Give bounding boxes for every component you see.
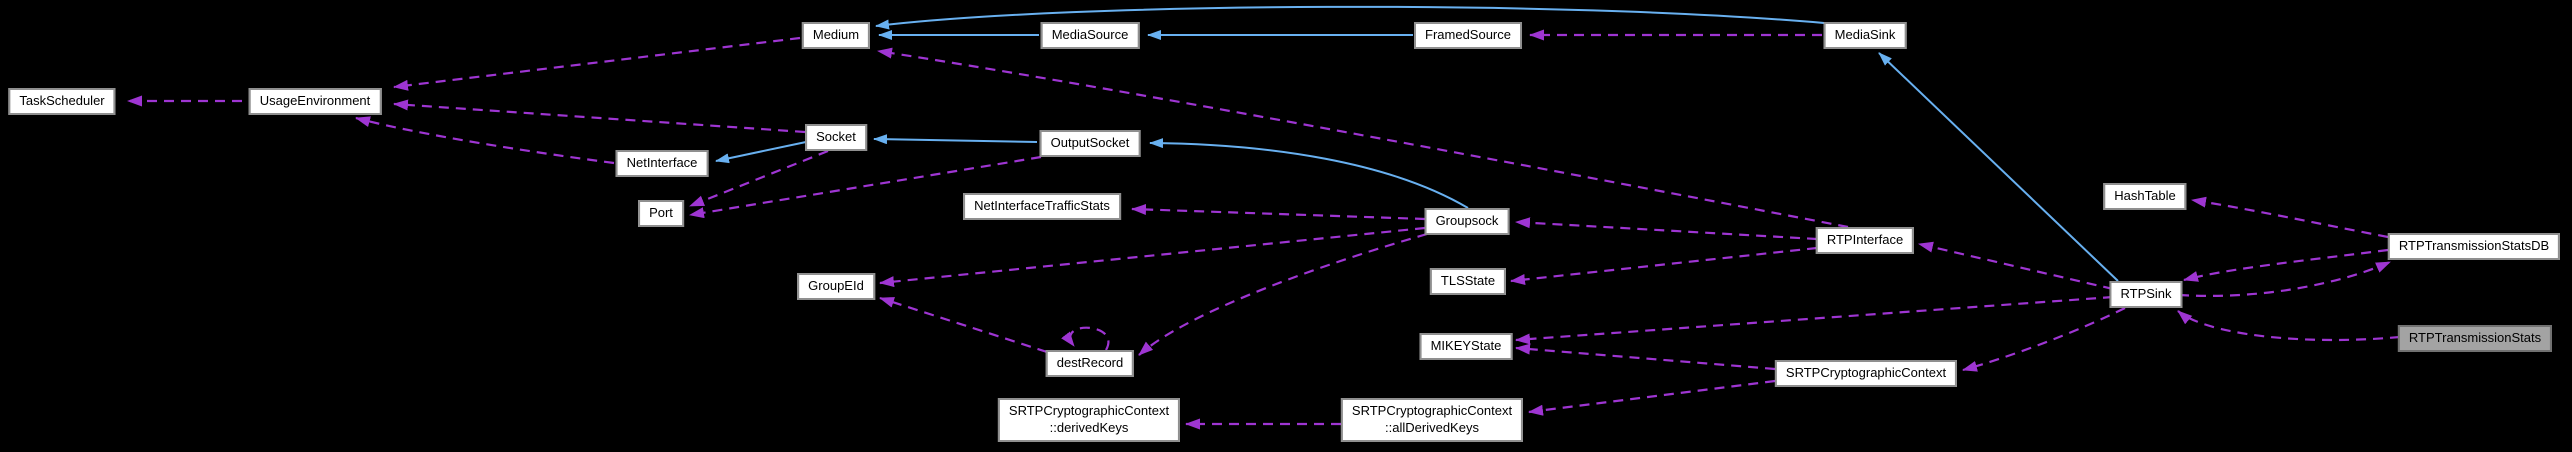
edge-groupsock-netinterfacetrafficstats: [1131, 203, 1426, 221]
node-label: MIKEYState: [1430, 338, 1502, 353]
node-label: OutputSocket: [1050, 135, 1130, 150]
node-framedsource[interactable]: FramedSource: [1414, 22, 1522, 49]
edge-medium-usageenvironment: [393, 36, 801, 91]
node-label: MediaSink: [1834, 27, 1896, 42]
node-label: Medium: [812, 27, 860, 42]
node-label-line2: ::derivedKeys: [1049, 419, 1129, 435]
node-label: MediaSource: [1051, 27, 1129, 42]
edge-rtpsink-rtptransmissionstatsdb: [2178, 260, 2391, 298]
edge-rtpsink-rtpinterface: [1918, 241, 2114, 291]
node-rtpsink[interactable]: RTPSink: [2109, 281, 2183, 308]
node-srtpcryptographiccontext-allderivedkeys[interactable]: SRTPCryptographicContext::allDerivedKeys: [1340, 398, 1524, 442]
node-tlsstate[interactable]: TLSState: [1429, 268, 1507, 295]
node-label: GroupEId: [808, 278, 864, 293]
edge-rtpsink-mediasink: [1878, 52, 2119, 282]
node-groupeid[interactable]: GroupEId: [797, 273, 875, 300]
node-groupsock[interactable]: Groupsock: [1424, 208, 1510, 235]
node-label: NetInterface: [626, 155, 698, 170]
node-srtpcryptographiccontext-derivedkeys[interactable]: SRTPCryptographicContext::derivedKeys: [997, 398, 1181, 442]
node-hashtable[interactable]: HashTable: [2103, 183, 2187, 210]
edge-rtpinterface-tlsstate: [1510, 246, 1818, 285]
edge-socket-usageenvironment: [393, 99, 806, 134]
node-mikeystate[interactable]: MIKEYState: [1419, 333, 1513, 360]
edge-groupsock-groupeid: [879, 226, 1426, 288]
node-label: Socket: [816, 129, 856, 144]
edge-outputsocket-port: [689, 155, 1042, 219]
node-label: RTPTransmissionStats: [2408, 330, 2542, 345]
node-outputsocket[interactable]: OutputSocket: [1039, 130, 1141, 157]
edge-rtptransmissionstatsdb-hashtable: [2191, 196, 2389, 239]
node-label: Port: [649, 205, 673, 220]
node-destrecord[interactable]: destRecord: [1045, 350, 1135, 377]
node-srtpcryptographiccontext[interactable]: SRTPCryptographicContext: [1774, 360, 1958, 387]
node-rtptransmissionstatsdb[interactable]: RTPTransmissionStatsDB: [2387, 233, 2561, 260]
node-socket[interactable]: Socket: [805, 124, 867, 151]
node-mediasink[interactable]: MediaSink: [1823, 22, 1907, 49]
edge-outputsocket-socket: [873, 134, 1038, 145]
node-label-line2: ::allDerivedKeys: [1385, 419, 1479, 435]
edge-rtpsink-srtpcryptographiccontext: [1962, 307, 2126, 372]
edge-groupsock-destrecord: [1138, 232, 1428, 356]
node-mediasource[interactable]: MediaSource: [1040, 22, 1140, 49]
edge-rtptransmissionstats-rtpsink: [2177, 310, 2401, 342]
node-label: FramedSource: [1425, 27, 1511, 42]
edge-socket-netinterface: [715, 141, 807, 164]
edge-rtpinterface-medium: [877, 47, 1849, 229]
node-label: TLSState: [1440, 273, 1496, 288]
node-rtptransmissionstats-current[interactable]: RTPTransmissionStats: [2397, 325, 2553, 352]
edge-rtptransmissionstatsdb-rtpsink: [2183, 248, 2389, 282]
node-label: SRTPCryptographicContext: [1008, 403, 1170, 418]
node-label: NetInterfaceTrafficStats: [974, 198, 1110, 213]
node-port[interactable]: Port: [638, 200, 684, 227]
node-taskscheduler[interactable]: TaskScheduler: [8, 88, 116, 115]
node-label: HashTable: [2114, 188, 2176, 203]
node-label: SRTPCryptographicContext: [1785, 365, 1947, 380]
node-netinterfacetrafficstats[interactable]: NetInterfaceTrafficStats: [963, 193, 1121, 220]
node-label: RTPInterface: [1826, 232, 1904, 247]
node-netinterface[interactable]: NetInterface: [615, 150, 709, 177]
edge-destrecord-groupeid: [879, 296, 1048, 354]
edge-srtpcryptographiccontext-mikeystate: [1515, 343, 1776, 371]
node-label: RTPSink: [2120, 286, 2172, 301]
edge-groupsock-outputsocket: [1149, 138, 1469, 209]
edge-netinterface-usageenvironment: [355, 116, 615, 165]
node-usageenvironment[interactable]: UsageEnvironment: [248, 88, 382, 115]
node-rtpinterface[interactable]: RTPInterface: [1815, 227, 1915, 254]
node-label: UsageEnvironment: [259, 93, 371, 108]
edge-socket-port: [689, 149, 829, 208]
node-label: destRecord: [1056, 355, 1124, 370]
edge-destrecord-self: [1061, 326, 1110, 351]
node-label: TaskScheduler: [19, 93, 105, 108]
node-label: RTPTransmissionStatsDB: [2398, 238, 2550, 253]
edge-mediasink-medium: [875, 5, 1825, 30]
node-label: Groupsock: [1435, 213, 1499, 228]
edge-srtpcryptographiccontext-allderivedkeys: [1528, 379, 1776, 416]
edge-rtpsink-mikeystate: [1515, 295, 2114, 345]
node-label: SRTPCryptographicContext: [1351, 403, 1513, 418]
node-medium[interactable]: Medium: [801, 22, 871, 49]
edge-rtpinterface-groupsock: [1515, 217, 1818, 241]
